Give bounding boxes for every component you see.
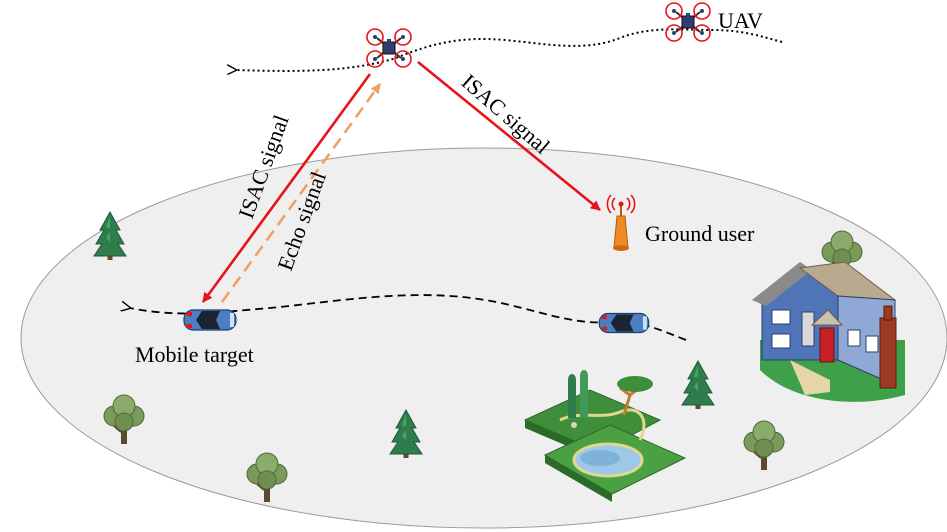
mobile-target-label: Mobile target bbox=[135, 342, 254, 367]
tower-icon bbox=[606, 194, 636, 251]
car-icon-target bbox=[183, 309, 237, 331]
park-icon bbox=[523, 370, 687, 502]
ground-plane bbox=[20, 147, 947, 529]
uav-label: UAV bbox=[718, 8, 763, 33]
isac-signal-label-right: ISAC signal bbox=[457, 69, 555, 159]
echo-signal bbox=[220, 83, 382, 303]
car-icon bbox=[598, 312, 650, 334]
isac-signal-to-user bbox=[417, 60, 601, 212]
uav-icon bbox=[366, 28, 412, 68]
uav-trajectory bbox=[236, 28, 783, 71]
ground-user-label: Ground user bbox=[645, 221, 755, 246]
uav-icon-legend bbox=[665, 2, 711, 42]
isac-signal-to-target bbox=[201, 73, 372, 303]
house-icon bbox=[752, 261, 905, 402]
